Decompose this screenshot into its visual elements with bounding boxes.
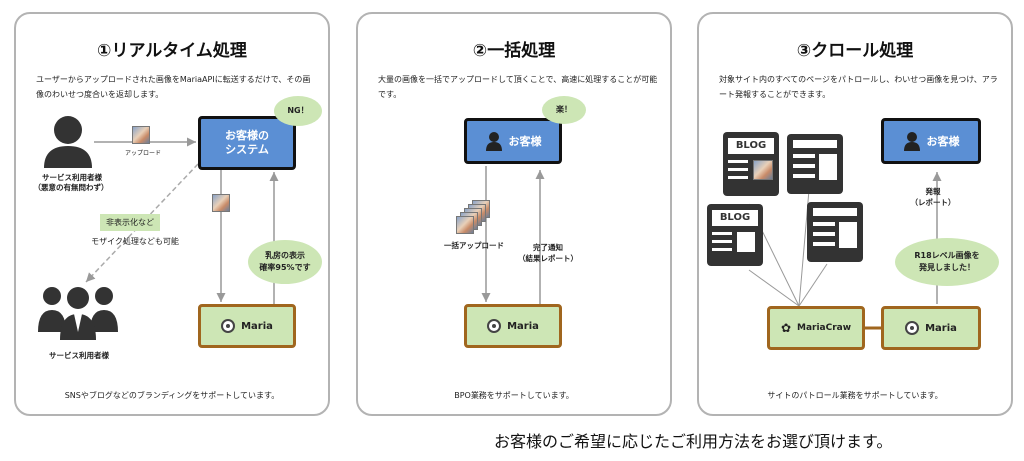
crawler-bug-icon: ✿: [780, 321, 791, 335]
result-line1: 乳房の表示: [265, 251, 305, 260]
panel-batch: ②一括処理 大量の画像を一括でアップロードして頂くことで、高速に処理することが可…: [356, 12, 672, 416]
panel-description: ユーザーからアップロードされた画像をMariaAPIに転送するだけで、その画像の…: [36, 75, 311, 99]
upload-label: アップロード: [124, 150, 161, 157]
panel-realtime: ①リアルタイム処理 ユーザーからアップロードされた画像をMariaAPIに転送す…: [14, 12, 330, 416]
group-label: サービス利用者様: [49, 351, 109, 360]
web-page-icon-2: [807, 202, 863, 262]
maria-box: Maria: [881, 306, 981, 350]
flow-arrows: [481, 166, 545, 304]
user-group-icon: [38, 287, 118, 340]
maria-label: Maria: [925, 322, 957, 334]
bulk-upload-label: 一括アップロード: [444, 241, 504, 250]
bulk-image-stack-icon: [456, 200, 502, 240]
bottom-caption: お客様のご希望に応じたご利用方法をお選び頂けます。: [494, 432, 893, 451]
result-bubble: 乳房の表示 確率95%です: [248, 240, 322, 284]
customer-box: お客様: [464, 118, 562, 164]
customer-box: お客様: [881, 118, 981, 164]
maria-gear-icon: [487, 319, 502, 333]
report-line1: 発報: [925, 187, 941, 196]
done-line2: （結果レポート）: [518, 254, 578, 263]
mosaic-label: モザイク処理なども可能: [91, 237, 179, 246]
system-label-line1: お客様の: [225, 129, 269, 142]
maria-box: Maria: [198, 304, 296, 348]
user-icon: [44, 116, 92, 168]
easy-bubble: 楽！: [542, 96, 586, 124]
panel-description: 大量の画像を一括でアップロードして頂くことで、高速に処理することが可能です。: [378, 75, 658, 99]
person-icon: [903, 131, 921, 151]
maria-gear-icon: [905, 321, 920, 335]
person-icon: [485, 131, 503, 151]
result-line2: 確率95%です: [259, 263, 311, 272]
panel-footer: SNSやブログなどのブランディングをサポートしています。: [64, 391, 280, 400]
ng-bubble: NG！: [274, 96, 322, 126]
r18-line2: 発見しました！: [919, 263, 975, 272]
web-page-icon: [787, 134, 843, 194]
blog-site-icon-2: BLOG: [707, 204, 763, 266]
transfer-image-icon: [212, 194, 230, 212]
customer-system-box: お客様の システム: [198, 116, 296, 170]
maria-label: Maria: [507, 320, 539, 332]
panel-crawl: ③クロール処理 対象サイト内のすべてのページをパトロールし、わいせつ画像を見つけ…: [697, 12, 1013, 416]
panel-footer: サイトのパトロール業務をサポートしています。: [767, 391, 943, 400]
report-line2: （レポート）: [910, 198, 956, 207]
panel-title: ③クロール処理: [796, 41, 914, 61]
blog-site-icon: BLOG: [723, 132, 779, 196]
panel-title: ①リアルタイム処理: [97, 41, 247, 61]
customer-label: お客様: [926, 135, 960, 148]
done-notice: 完了通知 （結果レポート）: [508, 242, 588, 264]
maria-gear-icon: [221, 319, 236, 333]
panel-title: ②一括処理: [472, 41, 556, 61]
blog-label-2: BLOG: [712, 210, 758, 226]
upload-image-icon: [132, 126, 150, 144]
maria-label: Maria: [241, 320, 273, 332]
flow-arrows: [38, 116, 279, 340]
done-line1: 完了通知: [533, 243, 563, 252]
crawler-label: MariaCraw: [797, 323, 852, 333]
panel-footer: BPO業務をサポートしています。: [454, 391, 574, 400]
blog-label: BLOG: [728, 138, 774, 154]
hide-tag: 非表示化など: [100, 214, 160, 231]
r18-bubble: R18レベル画像を 発見しました！: [895, 238, 999, 286]
report-notice: 発報 （レポート）: [903, 186, 963, 208]
mariacraw-box: ✿ MariaCraw: [767, 306, 865, 350]
user-label: サービス利用者様: [42, 173, 102, 182]
panel-description: 対象サイト内のすべてのページをパトロールし、わいせつ画像を見つけ、アラート発報す…: [719, 75, 998, 99]
customer-label: お客様: [508, 135, 542, 148]
r18-line1: R18レベル画像を: [914, 251, 980, 260]
system-label-line2: システム: [225, 143, 269, 156]
user-sublabel: （悪意の有無問わず）: [33, 183, 109, 192]
maria-box: Maria: [464, 304, 562, 348]
